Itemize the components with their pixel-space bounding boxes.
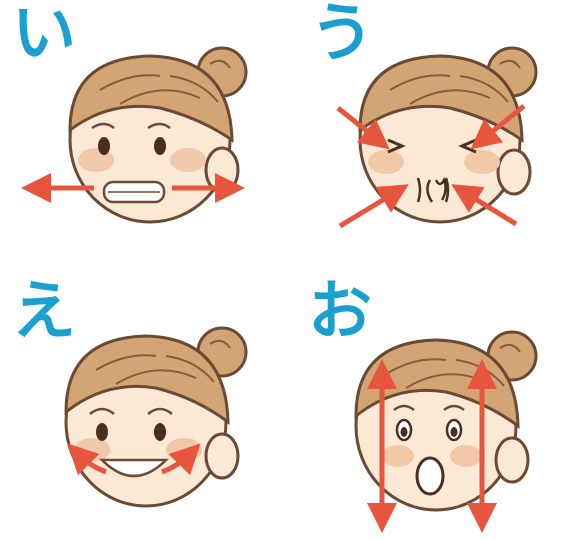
face-illustration [336, 46, 538, 229]
panel-u: う [286, 0, 572, 270]
face-illustration [64, 326, 248, 508]
panel-i: い [0, 0, 286, 270]
panel-o: お [286, 270, 572, 540]
kana-label: う [310, 0, 374, 71]
kana-label: い [12, 0, 76, 71]
panel-e: え [0, 270, 286, 540]
face-illustration [20, 46, 248, 224]
kana-label: お [308, 275, 372, 349]
kana-label: え [12, 275, 76, 349]
face-illustration [354, 330, 538, 533]
